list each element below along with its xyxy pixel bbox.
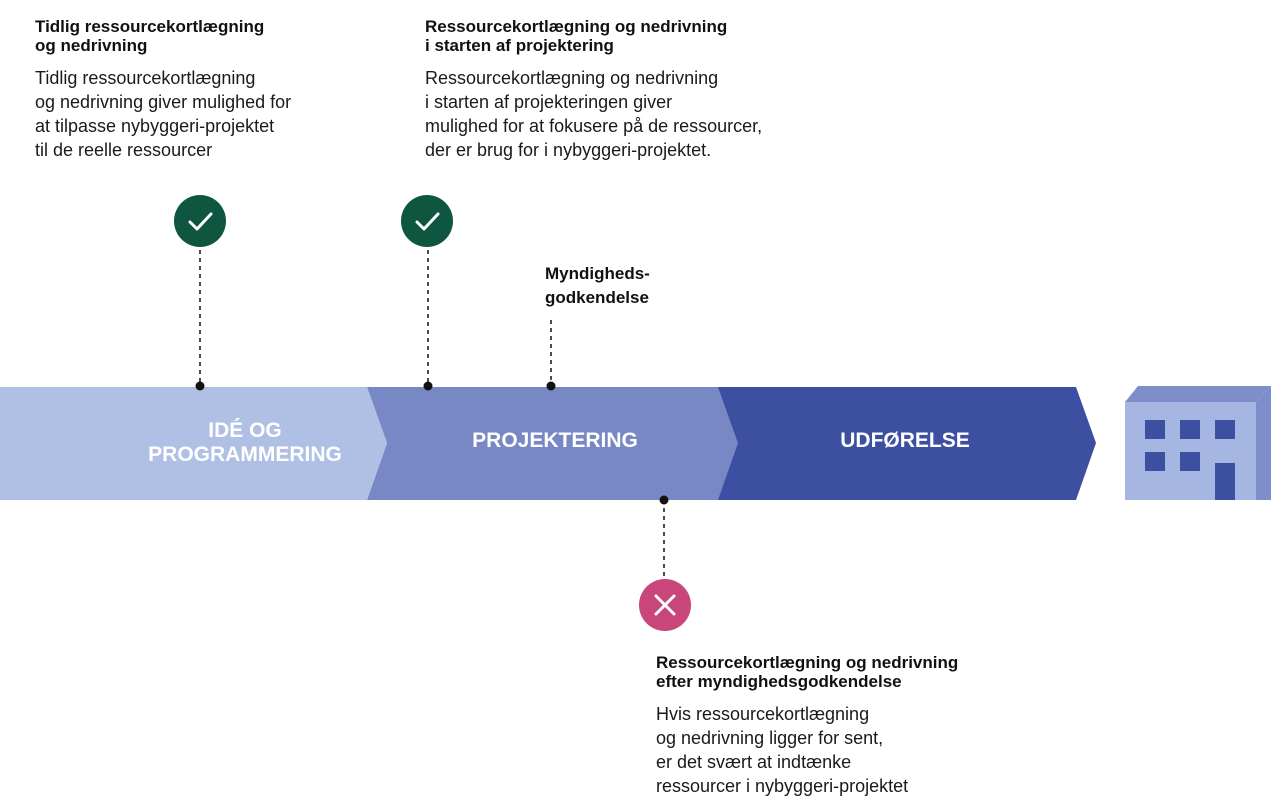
phase-1-band	[0, 387, 387, 500]
note-start-body: Ressourcekortlægning og nedrivning i sta…	[425, 68, 763, 160]
phase-label-execution: UDFØRELSE	[840, 429, 970, 452]
note-early-body: Tidlig ressourcekortlægning og nedrivnin…	[35, 68, 292, 160]
cross-icon	[639, 579, 691, 631]
note-late-mapping: Ressourcekortlægning og nedrivning efter…	[656, 653, 1076, 798]
note-late-body: Hvis ressourcekortlægning og nedrivning …	[656, 704, 909, 796]
check-icon	[174, 195, 226, 247]
note-early-title: Tidlig ressourcekortlægning og nedrivnin…	[35, 17, 265, 55]
authority-approval-label: Myndigheds- godkendelse	[545, 264, 650, 307]
dot-authority	[546, 381, 556, 391]
note-late-title: Ressourcekortlægning og nedrivning efter…	[656, 653, 959, 691]
note-start-title: Ressourcekortlægning og nedrivning i sta…	[425, 17, 728, 55]
phase-3-band	[717, 387, 1096, 500]
dot-late	[659, 495, 669, 505]
phase-2-band	[367, 387, 738, 500]
note-start-projecting: Ressourcekortlægning og nedrivning i sta…	[425, 17, 855, 162]
dot-start	[423, 381, 433, 391]
check-icon	[401, 195, 453, 247]
phase-label-idea: IDÉ OG PROGRAMMERING	[148, 419, 342, 466]
dot-early	[195, 381, 205, 391]
building-icon	[1125, 386, 1271, 500]
phase-label-projecting: PROJEKTERING	[472, 429, 638, 452]
note-early-mapping: Tidlig ressourcekortlægning og nedrivnin…	[35, 17, 375, 162]
